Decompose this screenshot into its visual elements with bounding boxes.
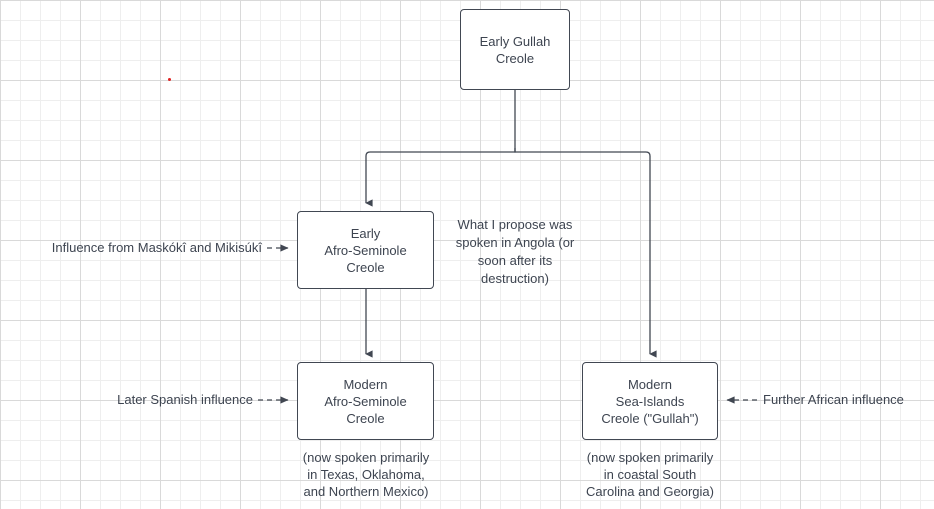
node-early-afro-seminole-creole[interactable]: Early Afro-Seminole Creole — [297, 211, 434, 289]
node-modern-sea-islands-creole[interactable]: Modern Sea-Islands Creole ("Gullah") — [582, 362, 718, 440]
note-angola-proposal: What I propose was spoken in Angola (or … — [455, 217, 575, 286]
edge-split-to-early-afro-seminole — [365, 148, 516, 207]
caption-modern-afro-seminole-creole: (now spoken primarily in Texas, Oklahoma… — [302, 450, 430, 499]
edge-label-further-african-influence: Further African influence — [763, 392, 904, 407]
cursor-marker-dot — [168, 78, 171, 81]
edge-label-later-spanish-influence: Later Spanish influence — [117, 392, 253, 407]
node-early-gullah-creole[interactable]: Early Gullah Creole — [460, 9, 570, 90]
edge-label-maskoki-mikisuki-influence: Influence from Maskókî and Mikisúkî — [51, 240, 262, 255]
caption-modern-sea-islands-creole: (now spoken primarily in coastal South C… — [586, 450, 714, 499]
node-modern-afro-seminole-creole[interactable]: Modern Afro-Seminole Creole — [297, 362, 434, 440]
